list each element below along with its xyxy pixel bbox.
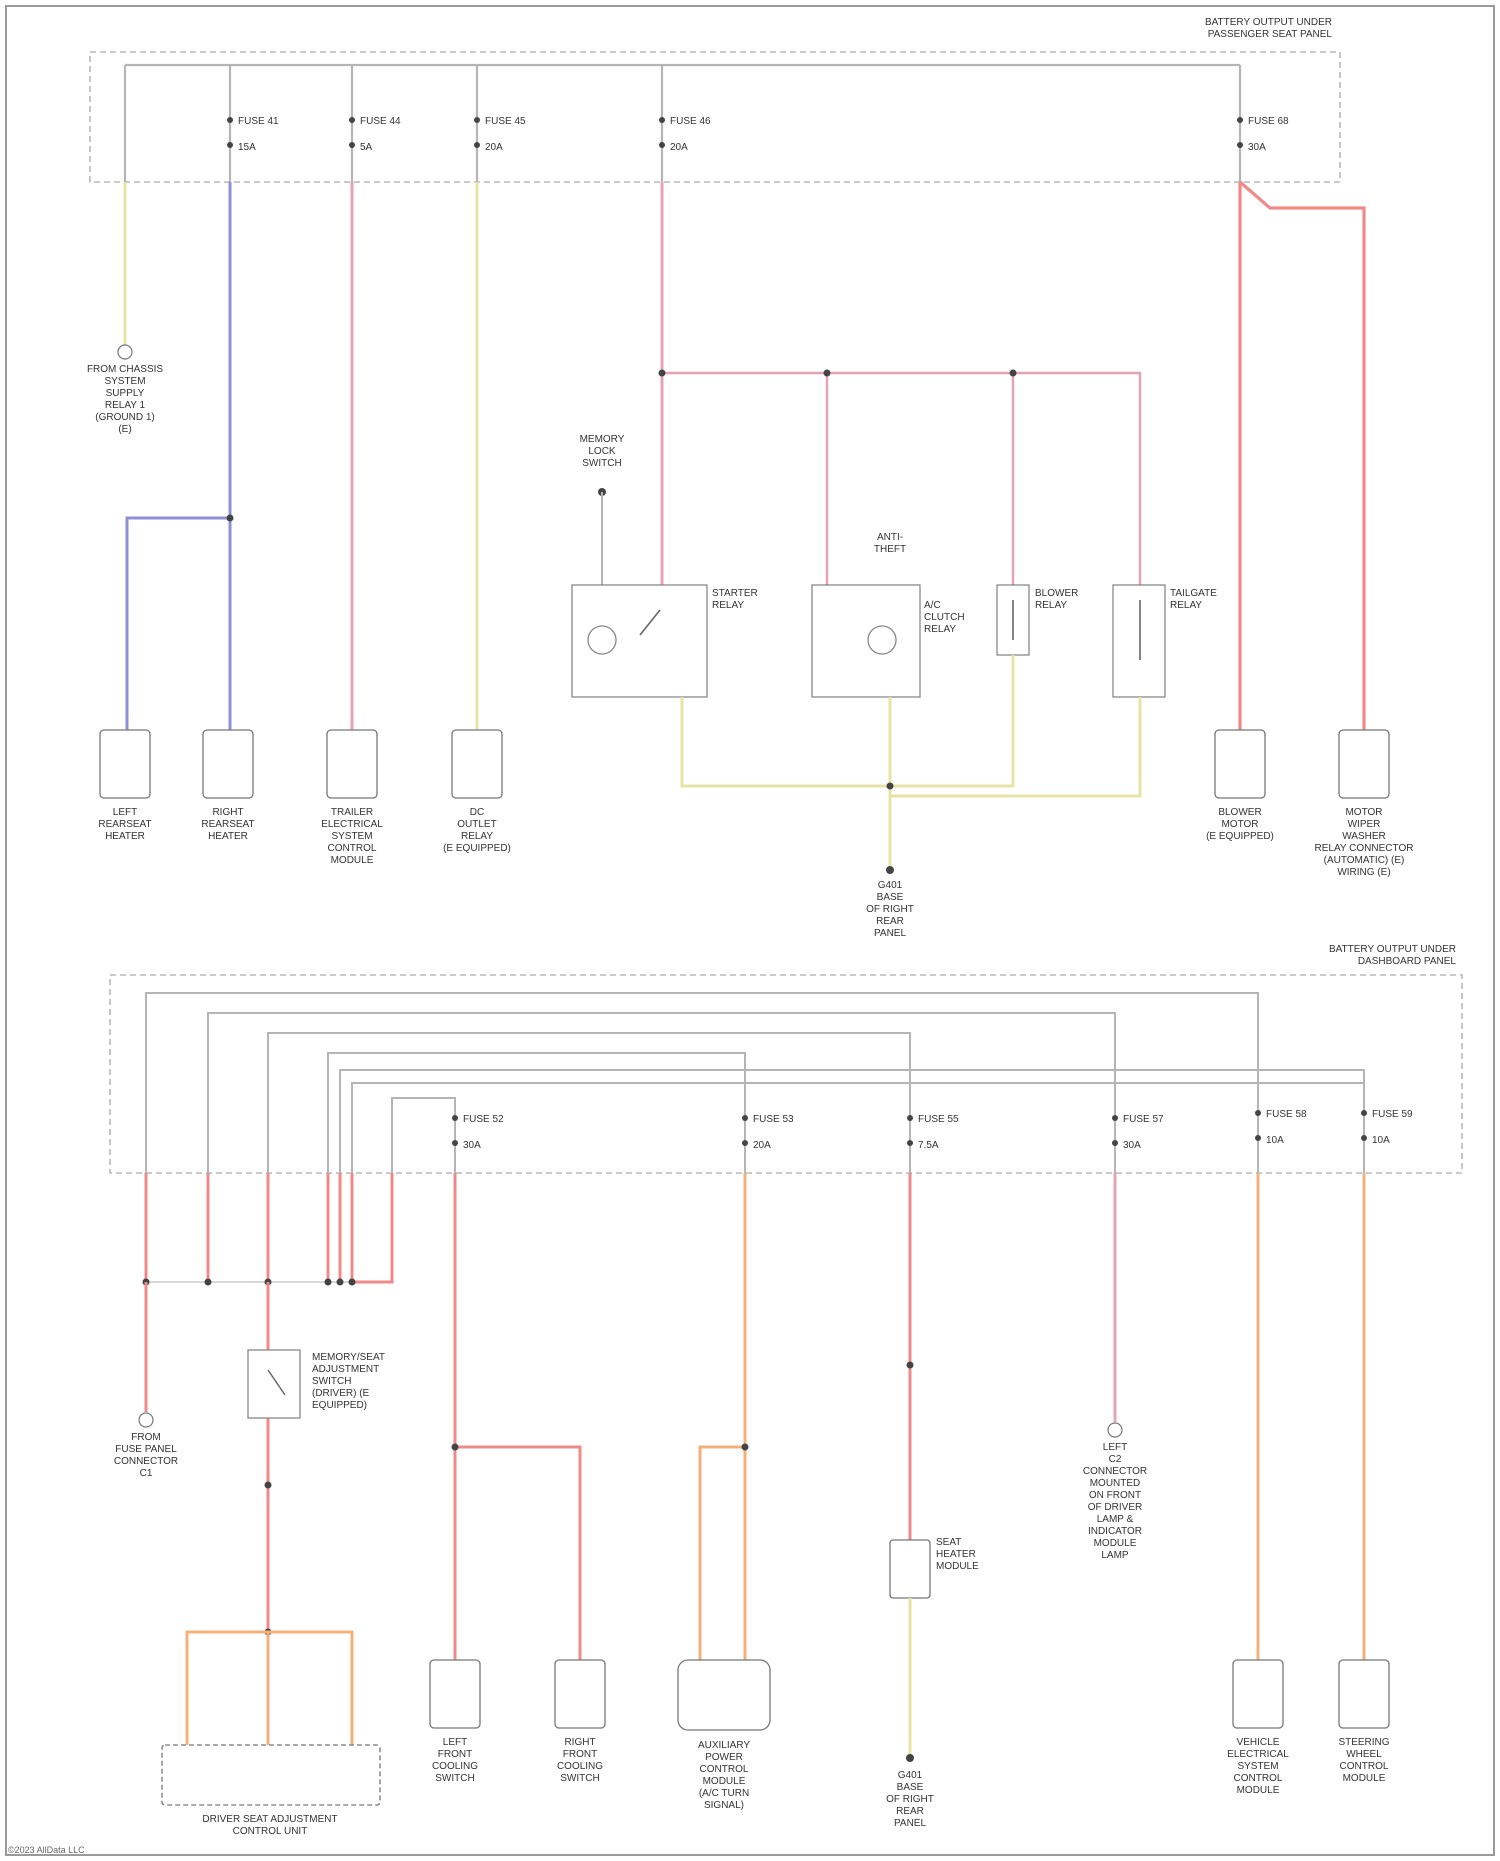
wire [700,1447,745,1660]
fuse-name: FUSE 59 [1372,1109,1413,1120]
fuse-name: FUSE 55 [918,1114,959,1125]
fuse-name: FUSE 41 [238,116,279,127]
top-fuse: FUSE 41 15A [227,65,279,182]
fuse-name: FUSE 53 [753,1114,794,1125]
top-fuse: FUSE 68 30A [1237,110,1289,182]
bottom-fuse: FUSE 59 10A [1361,1109,1413,1173]
copyright-credit: ©2023 AllData LLC [8,1845,85,1855]
fuse-name: FUSE 58 [1266,1109,1307,1120]
bottom-fuse: FUSE 55 7.5A [907,1110,959,1173]
wire [662,373,1140,600]
fuse-rating: 20A [485,142,503,153]
wire [890,697,1140,796]
wire [352,1173,392,1282]
bus-rail [208,1013,1115,1173]
fuse-rating: 15A [238,142,256,153]
fuse-rating: 30A [1123,1140,1141,1151]
bottom-fuse: FUSE 53 20A [742,1110,794,1173]
top-fuse: FUSE 44 5A [349,65,401,182]
bottom-fuse: FUSE 52 30A [452,1110,504,1173]
bottom-panel-box [110,975,1462,1173]
top-fuse: FUSE 45 20A [474,65,526,182]
wire [127,518,230,730]
bottom-fuse: FUSE 57 30A [1112,1110,1164,1173]
fuse-rating: 30A [463,1140,481,1151]
seat-switch [248,1350,300,1418]
fuse-rating: 10A [1266,1135,1284,1146]
fuse-rating: 5A [360,142,373,153]
fuse-name: FUSE 45 [485,116,526,127]
bus-rail [352,1083,1364,1173]
anti-theft-label: ANTI-THEFT [874,532,906,555]
fuse-name: FUSE 68 [1248,116,1289,127]
top-fuse: FUSE 46 20A [659,65,711,182]
fuse-name: FUSE 57 [1123,1114,1164,1125]
fuse-rating: 10A [1372,1135,1390,1146]
fuse-rating: 20A [670,142,688,153]
fuse-name: FUSE 52 [463,1114,504,1125]
fuse-rating: 20A [753,1140,771,1151]
bottom-fuse: FUSE 58 10A [1255,1109,1307,1173]
bus-rail [392,1098,455,1173]
fuse-name: FUSE 44 [360,116,401,127]
fuse-name: FUSE 46 [670,116,711,127]
wire [455,1447,580,1660]
fuse-rating: 7.5A [918,1140,939,1151]
wire [1240,182,1364,730]
fuse-rating: 30A [1248,142,1266,153]
